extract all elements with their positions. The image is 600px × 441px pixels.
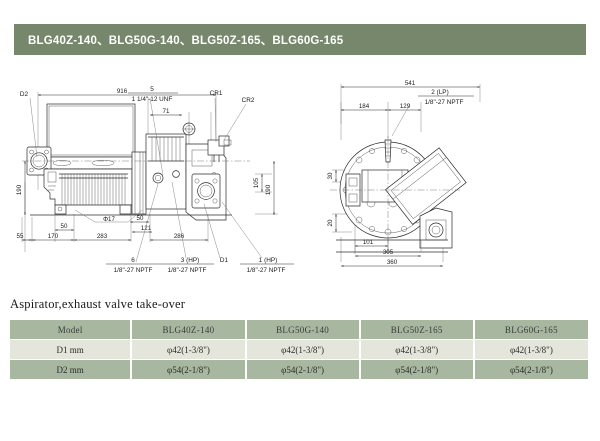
callout-port2-number: 2 (LP)	[431, 89, 448, 96]
cell-d1-blg50z: φ42(1-3/8")	[359, 339, 475, 360]
callout-port5-thread: 1 1/4"-12 UNF	[132, 96, 173, 103]
right-view-group: 541 184 129 30 20 101 305 360 2 (LP) 1/8…	[327, 80, 481, 267]
dim-305: 305	[383, 249, 394, 256]
dim-height-left: 190	[16, 184, 23, 195]
dim-foot-a: 50	[61, 223, 68, 230]
dim-base-c: 286	[174, 233, 185, 240]
callout-port1-number: 1 (HP)	[259, 257, 277, 264]
dim-overall-width: 541	[405, 80, 416, 87]
callout-port5-number: 5	[150, 86, 154, 93]
dim-base-offset: 55	[17, 233, 24, 240]
dim-foot-b: 50	[137, 215, 144, 222]
cell-d2-blg40z: φ54(2-1/8")	[131, 359, 247, 380]
left-view-group: 916 71 190 105 190 Φ17 50 50 121 55	[16, 86, 294, 274]
dim-184: 184	[359, 103, 370, 110]
callout-cr1: CR1	[210, 90, 223, 97]
dim-foot-c: 121	[141, 225, 152, 232]
dim-height-right: 190	[265, 184, 272, 195]
dim-base-a: 170	[48, 233, 59, 240]
technical-drawing-area: .ln { stroke:#2b2b2b; stroke-width:0.7; …	[0, 62, 600, 292]
column-header-blg50z: BLG50Z-165	[359, 320, 475, 340]
callout-port3-number: 3 (HP)	[181, 257, 199, 264]
dim-overall-length: 916	[117, 88, 128, 95]
aspirator-spec-table: Model BLG40Z-140 BLG50G-140 BLG50Z-165 B…	[10, 320, 588, 380]
column-header-blg40z: BLG40Z-140	[131, 320, 247, 340]
cell-d2-blg50g: φ54(2-1/8")	[245, 359, 361, 380]
cell-d1-blg60g: φ42(1-3/8")	[473, 339, 588, 360]
column-header-blg60g: BLG60G-165	[473, 320, 588, 340]
table-row: D2 mm φ54(2-1/8") φ54(2-1/8") φ54(2-1/8"…	[10, 359, 588, 380]
dim-base-b: 283	[97, 233, 108, 240]
callout-d2: D2	[20, 91, 29, 98]
dim-101: 101	[363, 239, 374, 246]
callout-port6-number: 6	[131, 257, 135, 264]
callout-port1-thread: 1/8"-27 NPTF	[247, 267, 286, 274]
cell-d2-blg60g: φ54(2-1/8")	[473, 359, 588, 380]
callout-port3-thread: 1/8"-27 NPTF	[168, 267, 207, 274]
row-label-d1: D1 mm	[10, 339, 133, 360]
cell-d1-blg50g: φ42(1-3/8")	[245, 339, 361, 360]
dim-20: 20	[327, 219, 334, 226]
callout-d1: D1	[220, 257, 229, 264]
cell-d1-blg40z: φ42(1-3/8")	[131, 339, 247, 360]
table-header-row: Model BLG40Z-140 BLG50G-140 BLG50Z-165 B…	[10, 320, 588, 340]
callout-cr2: CR2	[242, 97, 255, 104]
dim-30: 30	[327, 172, 334, 179]
cell-d2-blg50z: φ54(2-1/8")	[359, 359, 475, 380]
dim-shaft-height: 105	[253, 177, 260, 188]
table-row: D1 mm φ42(1-3/8") φ42(1-3/8") φ42(1-3/8"…	[10, 339, 588, 360]
dim-71: 71	[163, 108, 170, 115]
dim-360: 360	[387, 259, 398, 266]
page-title: BLG40Z-140、BLG50G-140、BLG50Z-165、BLG60G-…	[28, 34, 344, 47]
column-header-blg50g: BLG50G-140	[245, 320, 361, 340]
callout-port6-thread: 1/8"-27 NPTF	[114, 267, 153, 274]
dim-hole-diameter: Φ17	[103, 216, 115, 223]
dim-129: 129	[400, 103, 411, 110]
product-title-banner: BLG40Z-140、BLG50G-140、BLG50Z-165、BLG60G-…	[14, 24, 586, 55]
column-header-model: Model	[10, 320, 133, 340]
section-heading: Aspirator,exhaust valve take-over	[10, 297, 186, 311]
row-label-d2: D2 mm	[10, 359, 133, 380]
drawing-svg: .ln { stroke:#2b2b2b; stroke-width:0.7; …	[16, 80, 481, 274]
callout-port2-thread: 1/8"-27 NPTF	[425, 99, 464, 106]
